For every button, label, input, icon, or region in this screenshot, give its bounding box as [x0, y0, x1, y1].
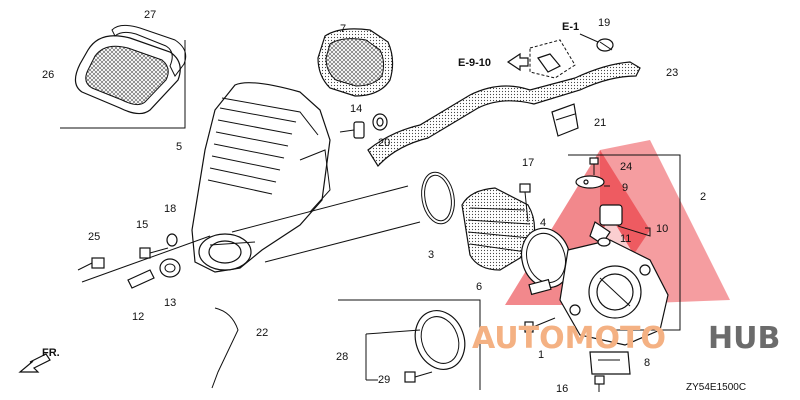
label-part-2: 2 [700, 191, 706, 203]
collar-13 [159, 258, 181, 278]
ref-e1: E-1 [562, 21, 579, 33]
label-part-14: 14 [350, 103, 362, 115]
label-part-29: 29 [378, 374, 390, 386]
label-part-22: 22 [256, 327, 268, 339]
label-part-9: 9 [622, 182, 628, 194]
bolt-12 [127, 269, 155, 289]
label-part-15: 15 [136, 219, 148, 231]
air-filter-element-26 [74, 35, 181, 115]
arrow-front [18, 353, 51, 373]
label-part-23: 23 [666, 67, 678, 79]
diagram-code: ZY54E1500C [686, 382, 746, 393]
o-ring-3 [421, 171, 455, 225]
label-part-24: 24 [620, 161, 632, 173]
washer-18 [166, 233, 178, 247]
leader-box-top-left [60, 40, 186, 129]
label-part-4: 4 [540, 217, 546, 229]
breather-hose-23 [367, 61, 641, 167]
watermark-text-dark: HUB [708, 321, 780, 356]
ref-e910: E-9-10 [458, 57, 491, 69]
throttle-body-2 [559, 204, 669, 346]
bolt-25 [77, 257, 105, 271]
connecting-tube-6 [461, 187, 536, 271]
label-part-21: 21 [594, 117, 606, 129]
label-part-7: 7 [340, 23, 346, 35]
label-part-6: 6 [476, 281, 482, 293]
leader-28-29 [365, 329, 421, 381]
label-part-5: 5 [176, 141, 182, 153]
band-28 [414, 310, 466, 370]
label-part-3: 3 [428, 249, 434, 261]
label-part-8: 8 [644, 357, 650, 369]
drain-tube-22 [211, 307, 239, 389]
label-part-18: 18 [164, 203, 176, 215]
leader-e1 [579, 33, 599, 43]
leader-case-joint [231, 185, 421, 263]
label-part-11: 11 [620, 233, 631, 245]
grommet-20 [372, 113, 388, 131]
stay-8 [589, 351, 631, 375]
label-part-20: 20 [378, 137, 390, 149]
clip-19 [596, 38, 614, 52]
label-part-16: 16 [556, 383, 568, 395]
label-part-17: 17 [522, 157, 534, 169]
label-part-25: 25 [88, 231, 100, 243]
label-part-19: 19 [598, 17, 610, 29]
arrow-e910 [506, 52, 529, 72]
label-part-10: 10 [656, 223, 668, 235]
front-marker: FR. [42, 347, 60, 359]
air-cleaner-case-5 [191, 82, 331, 273]
label-part-1: 1 [538, 349, 544, 361]
bracket-reference [529, 39, 576, 79]
o-ring-11 [597, 237, 611, 247]
bolt-17 [519, 183, 531, 223]
bolt-1 [524, 317, 556, 333]
bolt-14 [339, 121, 365, 139]
leader-bracket-2 [568, 154, 681, 331]
label-part-12: 12 [132, 311, 144, 323]
label-part-26: 26 [42, 69, 54, 81]
bolt-15 [139, 247, 169, 259]
leader-box-bottom [338, 299, 481, 390]
watermark-text-light: AUTOMOTO [472, 321, 666, 356]
setting-plate-9 [575, 175, 605, 189]
screw-24 [589, 157, 599, 175]
leader-10 [617, 225, 651, 237]
label-part-28: 28 [336, 351, 348, 363]
leader-box-left [81, 235, 211, 283]
bolt-29 [404, 371, 433, 383]
filter-seal-27 [111, 24, 187, 77]
air-filter-element-7 [317, 28, 394, 97]
label-part-13: 13 [164, 297, 176, 309]
tube-band-4 [520, 227, 572, 296]
hose-clamp-21 [551, 103, 579, 137]
label-part-27: 27 [144, 9, 156, 21]
bolt-16 [594, 375, 605, 392]
